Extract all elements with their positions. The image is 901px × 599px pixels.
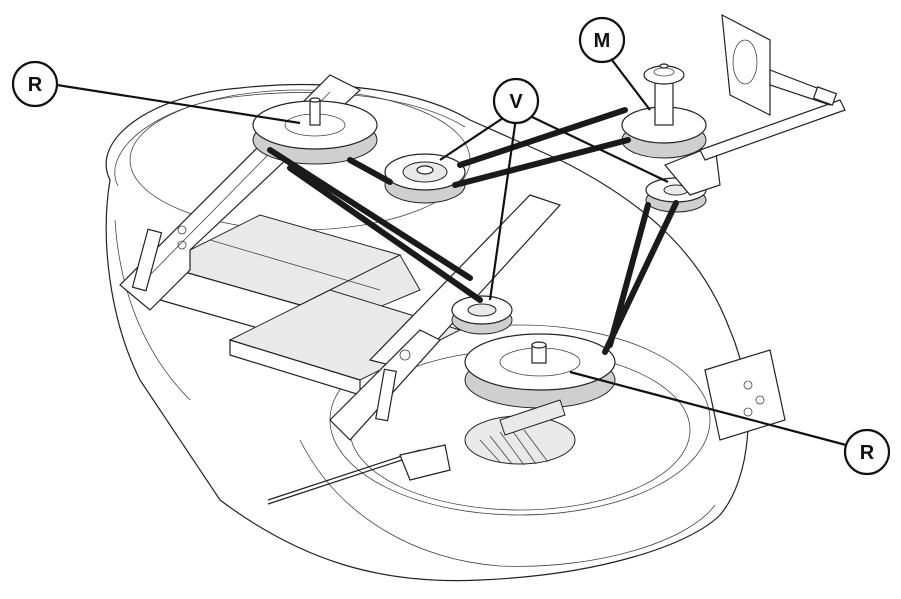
callout-letter-r-right: R bbox=[860, 442, 875, 464]
callout-leader-m bbox=[611, 59, 651, 111]
callout-letter-v: V bbox=[509, 91, 523, 113]
callout-letter-r-left: R bbox=[28, 74, 43, 96]
left-blade-pulley bbox=[252, 97, 378, 165]
callout-letter-m: M bbox=[594, 30, 611, 52]
callout-leader-v-2 bbox=[488, 117, 518, 301]
callout-m: M bbox=[578, 16, 626, 64]
deck-center-plates bbox=[158, 214, 462, 396]
tension-spring-rod bbox=[267, 399, 566, 505]
callout-v: V bbox=[492, 77, 540, 125]
engine-drive-pulley bbox=[621, 63, 707, 159]
right-blade-pulley bbox=[464, 333, 616, 409]
callout-r-right: R bbox=[843, 428, 891, 476]
callout-leader-r-left bbox=[56, 83, 301, 125]
left-idler-pulley bbox=[384, 153, 466, 204]
callout-leader-v-3 bbox=[529, 115, 669, 183]
center-idler-pulley bbox=[451, 295, 513, 335]
callout-leader-v-1 bbox=[439, 117, 504, 161]
engine-mount-bracket bbox=[699, 13, 846, 161]
right-side-bracket bbox=[704, 349, 786, 441]
center-bracket-arm bbox=[329, 194, 562, 441]
callout-r-left: R bbox=[11, 60, 59, 108]
spindle-housing bbox=[464, 415, 576, 466]
drive-belt bbox=[267, 107, 679, 355]
callout-leader-r-right bbox=[569, 370, 847, 447]
